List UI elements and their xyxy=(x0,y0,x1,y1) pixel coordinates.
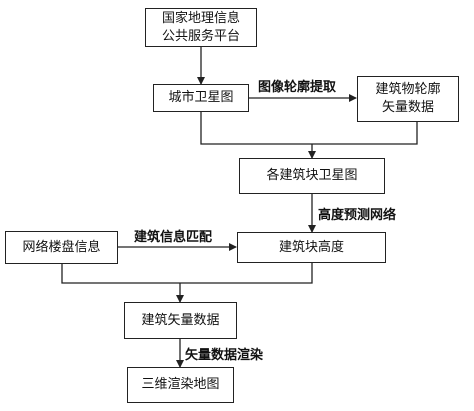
node-building-block-height-label: 建筑块高度 xyxy=(278,239,344,255)
node-render-3d-map-label: 三维渲染地图 xyxy=(141,377,220,392)
node-building-block-height: 建筑块高度 xyxy=(237,232,386,263)
node-building-outline-vector-line1: 建筑物轮廓 xyxy=(375,82,441,97)
node-network-property-info-label: 网络楼盘信息 xyxy=(22,239,101,255)
edge-label-height-prediction-network: 高度预测网络 xyxy=(318,208,397,223)
edge-label-building-info-matching: 建筑信息匹配 xyxy=(134,230,213,245)
node-building-vector-data-label: 建筑矢量数据 xyxy=(141,312,220,328)
node-city-satellite: 城市卫星图 xyxy=(153,84,249,112)
edge-network-height-to-vector xyxy=(61,263,313,284)
node-building-block-satellite-label: 各建筑块卫星图 xyxy=(266,168,358,183)
node-national-platform: 国家地理信息 公共服务平台 xyxy=(145,8,257,47)
node-building-block-satellite: 各建筑块卫星图 xyxy=(239,158,385,194)
node-city-satellite-label: 城市卫星图 xyxy=(168,90,234,105)
node-network-property-info: 网络楼盘信息 xyxy=(5,231,118,264)
edge-label-image-outline-extraction: 图像轮廓提取 xyxy=(258,80,337,95)
node-national-platform-line1: 国家地理信息 xyxy=(161,10,240,26)
edge-city-outline-to-block xyxy=(200,112,418,145)
edge-label-vector-data-rendering: 矢量数据渲染 xyxy=(185,348,264,363)
node-building-vector-data: 建筑矢量数据 xyxy=(124,302,237,339)
node-render-3d-map: 三维渲染地图 xyxy=(127,367,234,403)
node-building-outline-vector-line2: 矢量数据 xyxy=(381,100,434,115)
node-building-outline-vector: 建筑物轮廓 矢量数据 xyxy=(357,76,459,122)
node-national-platform-line2: 公共服务平台 xyxy=(161,28,240,44)
